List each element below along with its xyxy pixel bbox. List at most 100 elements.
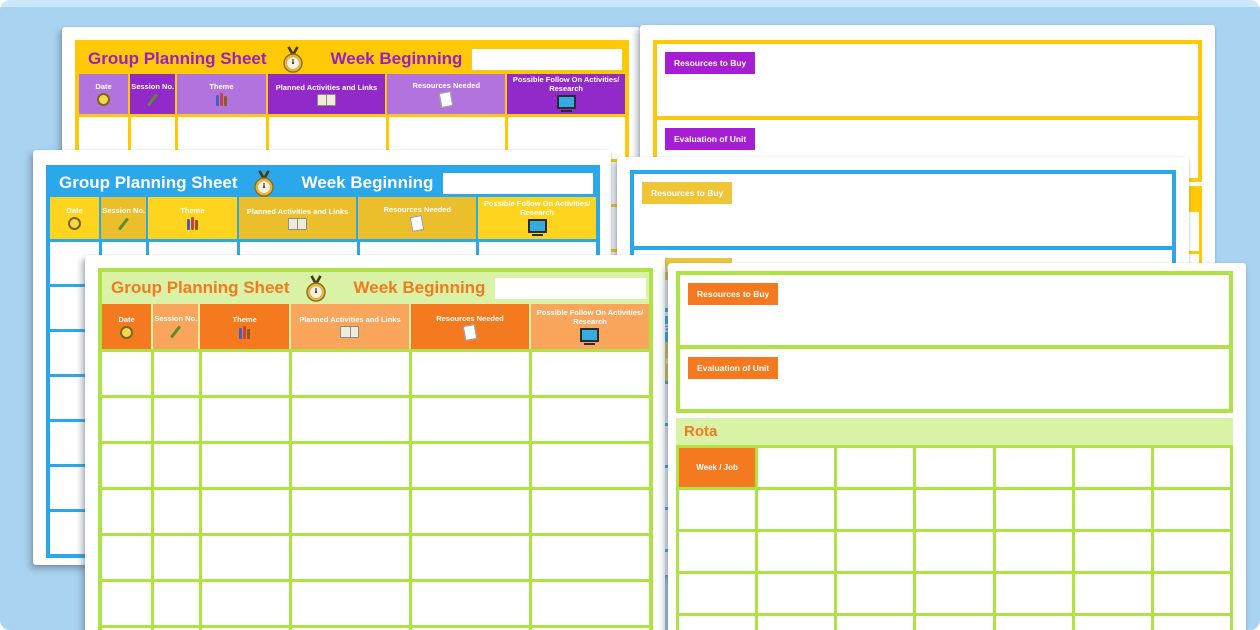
plan-cell (292, 490, 410, 533)
plan-cell (292, 444, 410, 487)
plan-cell (102, 352, 151, 395)
plan-cell (153, 536, 199, 579)
column-header-label: Theme (180, 206, 205, 215)
column-header-theme: Theme (148, 197, 237, 239)
week-beginning-input[interactable] (495, 277, 646, 299)
resources-to-buy-badge: Resources to Buy (688, 283, 779, 305)
plan-cell (102, 490, 151, 533)
plan-cell (201, 536, 290, 579)
column-header-planned-activities-and-links: Planned Activities and Links (238, 197, 357, 239)
plan-cell (201, 352, 290, 395)
plan-cell (532, 582, 649, 625)
column-header-label: Planned Activities and Links (299, 315, 401, 324)
column-header-label: Session No. (131, 81, 175, 91)
rota-cell (758, 616, 835, 630)
computer-icon (580, 327, 600, 345)
plan-cell (412, 490, 530, 533)
rota-cell (837, 490, 914, 529)
book-icon (316, 93, 336, 106)
column-header-label: Resources Needed (383, 205, 452, 214)
rota-cell (837, 574, 914, 613)
plan-cell (412, 444, 530, 487)
pencil-icon (170, 325, 182, 339)
column-header-label: Session No. (102, 205, 146, 215)
stopwatch-icon (304, 274, 328, 302)
plan-cell (153, 352, 199, 395)
rota-cell (1153, 574, 1230, 613)
week-beginning-input[interactable] (472, 48, 622, 70)
column-header-label: Date (66, 206, 83, 215)
column-header-possible-follow-on-activities-research: Possible Follow On Activities/ Research (478, 197, 596, 239)
column-header-possible-follow-on-activities-research: Possible Follow On Activities/ Research (507, 74, 625, 114)
plan-cell (532, 352, 649, 395)
plan-cell (102, 444, 151, 487)
rota-cell (679, 616, 756, 630)
evaluation-of-unit-badge: Evaluation of Unit (688, 357, 779, 379)
column-header-label: Possible Follow On Activities/ Research (512, 75, 620, 93)
page-title: Group Planning Sheet (111, 278, 290, 297)
rota-cell (679, 532, 756, 571)
table-body (102, 349, 649, 630)
plan-cell (201, 490, 290, 533)
computer-icon (556, 95, 576, 112)
rota-cell (995, 574, 1072, 613)
rota-cell (995, 448, 1072, 487)
column-header-planned-activities-and-links: Planned Activities and Links (290, 304, 409, 349)
plan-cell (201, 582, 290, 625)
column-header-theme: Theme (200, 304, 289, 349)
plan-cell (292, 352, 410, 395)
rota-cell (1074, 574, 1151, 613)
clock-icon (97, 93, 111, 106)
rota-cell (1074, 490, 1151, 529)
column-header-label: Date (118, 314, 135, 324)
plan-cell (532, 628, 649, 630)
crayons-icon (215, 93, 227, 106)
book-icon (287, 217, 307, 230)
table-header-row: Date Session No. Theme Planned Activities a… (50, 197, 596, 239)
week-beginning-label: Week Beginning (353, 278, 486, 297)
column-header-label: Theme (232, 314, 257, 324)
rota-cell (837, 616, 914, 630)
plan-cell (412, 582, 530, 625)
column-header-session-no: Session No. (153, 304, 199, 349)
page-title: Group Planning Sheet (59, 173, 238, 192)
notepad-icon (462, 323, 478, 341)
title-bar: Group Planning Sheet Week Beginning (79, 44, 625, 74)
plan-cell (532, 490, 649, 533)
rota-cell (1074, 532, 1151, 571)
rota-table: Week / Job (676, 445, 1233, 630)
column-header-date: Date (79, 74, 129, 114)
plan-cell (532, 398, 649, 441)
column-header-possible-follow-on-activities-research: Possible Follow On Activities/ Research (530, 304, 649, 349)
resources-to-buy-section: Resources to Buy (657, 44, 1198, 116)
title-bar: Group Planning Sheet Week Beginning (102, 272, 649, 304)
page-title: Group Planning Sheet (88, 49, 267, 68)
week-beginning-input[interactable] (443, 172, 593, 194)
rota-cell (916, 616, 993, 630)
plan-cell (292, 536, 410, 579)
plan-cell (201, 628, 290, 630)
plan-cell (412, 352, 530, 395)
column-header-planned-activities-and-links: Planned Activities and Links (267, 74, 386, 114)
plan-cell (102, 628, 151, 630)
column-header-label: Theme (209, 82, 234, 91)
rota-cell (1153, 532, 1230, 571)
rota-cell (758, 532, 835, 571)
plan-cell (102, 582, 151, 625)
rota-cell (679, 490, 756, 529)
column-header-session-no: Session No. (130, 74, 176, 114)
stopwatch-icon (252, 169, 276, 197)
plan-cell (102, 536, 151, 579)
rota-cell (837, 448, 914, 487)
rota-cell (916, 574, 993, 613)
table-header-row: Date Session No. Theme Planned Activities a… (102, 304, 649, 349)
evaluation-of-unit-section: Evaluation of Unit (680, 345, 1229, 409)
notepad-icon (410, 215, 425, 232)
book-icon (340, 326, 360, 338)
plan-cell (153, 582, 199, 625)
plan-cell (292, 628, 410, 630)
rota-heading: Rota (684, 423, 718, 440)
crayons-icon (186, 217, 198, 230)
plan-cell (153, 398, 199, 441)
plan-cell (153, 444, 199, 487)
